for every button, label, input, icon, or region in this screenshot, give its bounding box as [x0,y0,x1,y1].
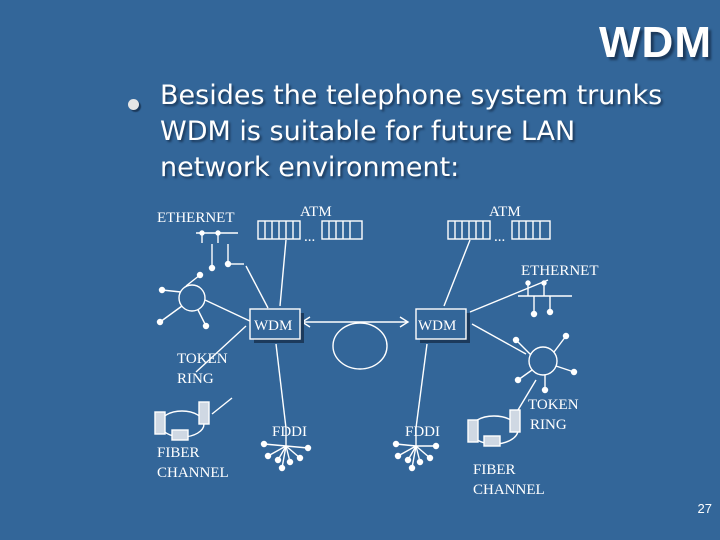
bullet-line-1: Besides the telephone system trunks [160,80,663,111]
link-fddi-wdm-left [275,343,287,429]
label-fiber-channel-left-2: CHANNEL [157,465,229,481]
token-ring-left [156,271,210,330]
bullet-line-3: network environment: [160,152,460,183]
fddi-tree-right [392,428,440,472]
label-fddi-left: FDDI [272,424,307,440]
label-wdm-right: WDM [418,318,456,334]
label-atm-right-ellipsis: ... [494,229,505,245]
optical-ring [332,322,388,370]
link-token-ring-wdm-right [471,323,527,355]
bullet-line-2: WDM is suitable for future LAN [160,116,576,147]
fiber-channel-devices-right [467,409,521,447]
label-token-ring-left-1: TOKEN [177,351,228,367]
label-wdm-left: WDM [254,318,292,334]
bullet-text: Besides the telephone system trunks WDM … [160,78,700,186]
bullet-icon [128,99,139,110]
label-ethernet-right: ETHERNET [521,263,598,279]
link-ethernet-wdm-left [245,265,269,309]
ethernet-bus-right [518,280,572,318]
link-fddi-wdm-right [415,343,428,429]
fddi-tree-left [260,428,312,472]
label-atm-right: ATM [489,204,521,220]
link-wdm-left-down [195,325,247,373]
ethernet-bus-left [196,230,244,272]
fiber-channel-devices-left [154,401,210,441]
atm-cells-left [257,220,363,240]
atm-cells-right [447,220,551,240]
slide-title: WDM [599,18,712,67]
label-atm-left-ellipsis: ... [304,229,315,245]
label-fiber-channel-right-2: CHANNEL [473,482,545,498]
token-ring-right [512,332,578,394]
link-token-ring-wdm-left [204,299,253,323]
label-fiber-channel-left-1: FIBER [157,445,200,461]
link-atm-wdm-left [279,239,287,307]
label-token-ring-right-1: TOKEN [528,397,579,413]
link-ethernet-wdm-right [469,279,549,313]
label-fddi-right: FDDI [405,424,440,440]
wdm-box-left [249,308,304,343]
label-token-ring-left-2: RING [177,371,214,387]
page-number: 27 [697,501,712,516]
link-fiber-left [211,397,233,415]
label-token-ring-right-2: RING [530,417,567,433]
label-ethernet-left: ETHERNET [157,210,234,226]
wdm-box-right [415,308,470,343]
wdm-to-wdm-arrows [300,316,410,328]
label-fiber-channel-right-1: FIBER [473,462,516,478]
link-atm-wdm-right [443,239,471,307]
label-atm-left: ATM [300,204,332,220]
